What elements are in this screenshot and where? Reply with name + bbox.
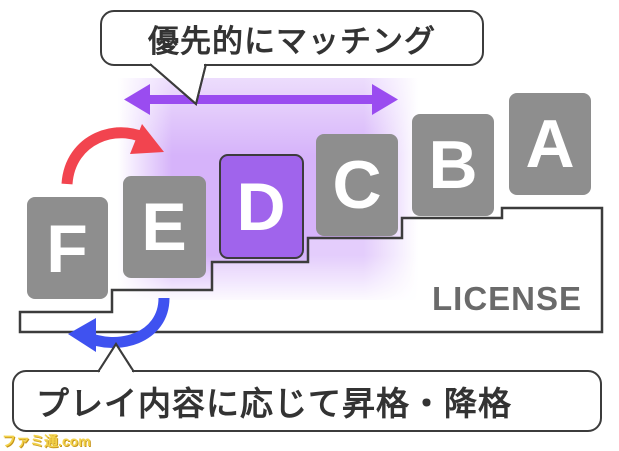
promotion-demotion-label: プレイ内容に応じて昇格・降格 [36,384,512,423]
tile-a-letter: A [525,106,574,182]
priority-matching-label: 優先的にマッチング [148,23,436,60]
top-callout: 優先的にマッチング [100,10,484,66]
tile-f: F [27,197,108,299]
curved-down-arrow-icon [68,297,170,352]
tile-d: D [219,154,304,259]
tile-e-letter: E [141,189,186,265]
double-headed-arrow-icon [124,84,398,115]
tile-c: C [316,134,398,236]
tile-a: A [509,93,591,195]
bottom-callout-pointer [97,342,135,373]
tile-f-letter: F [46,211,88,287]
tile-b: B [412,114,494,216]
tile-e: E [123,176,206,278]
bottom-callout: プレイ内容に応じて昇格・降格 [12,370,602,432]
tile-b-letter: B [428,127,477,203]
tile-c-letter: C [332,147,381,223]
famitsu-watermark: ファミ通.com [2,433,91,449]
license-label: LICENSE [432,280,583,317]
curved-up-arrow-icon [61,124,164,185]
tile-d-letter: D [236,169,285,245]
